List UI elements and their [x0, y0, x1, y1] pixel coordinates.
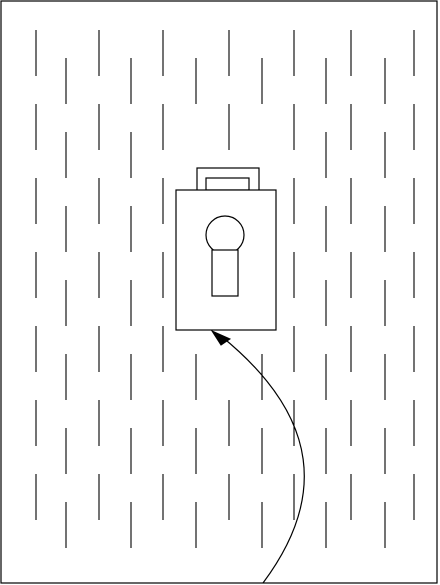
device-icon — [176, 168, 276, 330]
keyhole-bottom-icon — [212, 250, 238, 296]
keyhole-top-icon — [206, 216, 244, 254]
device-top-slot — [206, 178, 249, 190]
